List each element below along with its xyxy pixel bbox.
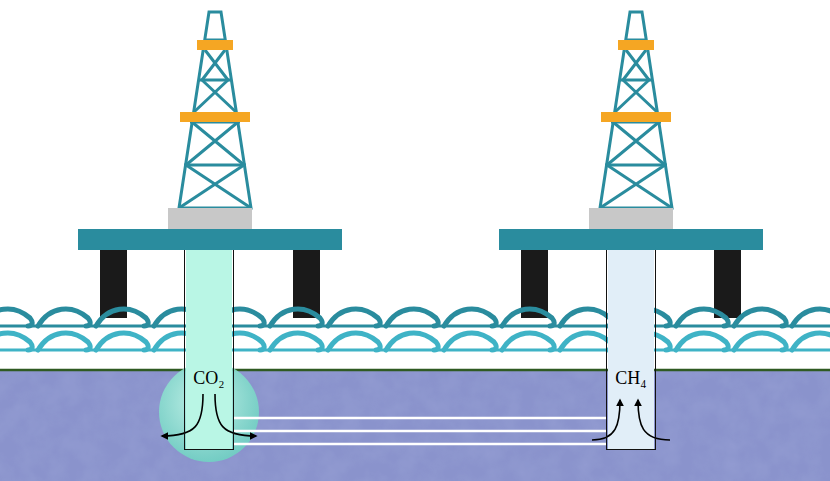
gas-label: CH₄ — [607, 368, 655, 388]
gas-label: CO₂ — [185, 368, 233, 388]
production-well-fill — [608, 250, 654, 450]
flow-path — [234, 430, 606, 433]
production-well: CH₄ — [606, 250, 656, 450]
flow-path — [234, 417, 606, 420]
sea-waves — [0, 309, 830, 350]
seafloor-line — [0, 369, 830, 372]
left-rig — [78, 12, 342, 250]
injection-well-fill — [186, 250, 232, 450]
seabed — [0, 370, 830, 481]
seabed-texture — [0, 370, 830, 481]
right-rig — [499, 12, 763, 250]
injection-well: CO₂ — [184, 250, 234, 450]
flow-path — [234, 443, 606, 446]
